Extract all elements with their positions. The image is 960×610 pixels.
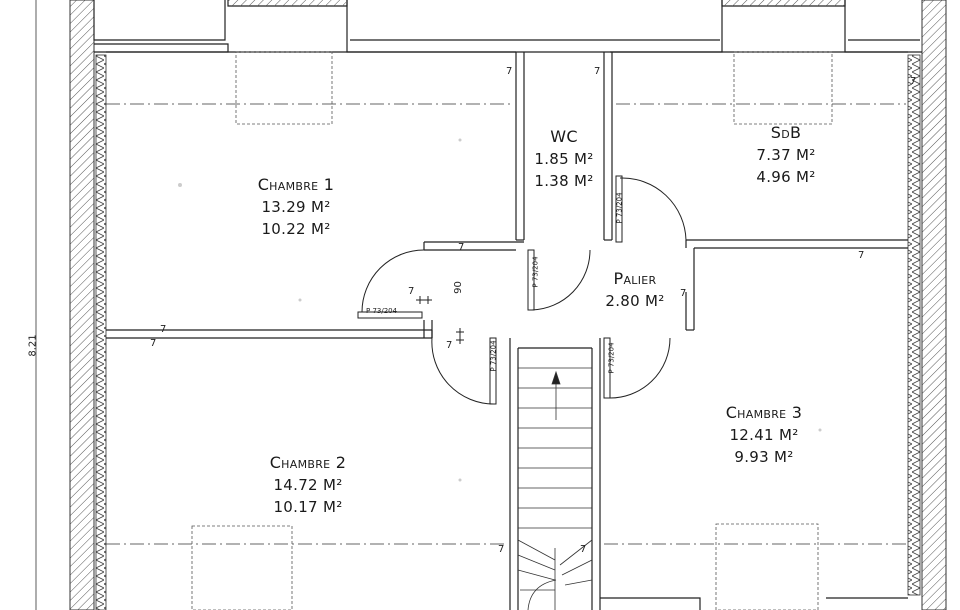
door-opening-dimension: 90 <box>452 281 464 294</box>
right-insulation <box>907 54 921 596</box>
interior-walls <box>106 51 908 610</box>
wall-dim-label: 7 <box>594 66 601 77</box>
room-area-total: 1.85 M² <box>534 150 594 168</box>
wall-dim-label: 7 <box>160 324 167 335</box>
room-area-habitable: 1.38 M² <box>534 172 594 190</box>
room-name: Chambre 3 <box>725 403 803 422</box>
wall-dim-label: 7 <box>408 286 415 297</box>
wall-dim-label: 7 <box>506 66 513 77</box>
wall-dim-label: 7 <box>910 76 917 87</box>
room-palier: Palier 2.80 M² <box>580 268 690 312</box>
room-name: Chambre 2 <box>269 453 347 472</box>
wall-dim-label: 7 <box>580 544 587 555</box>
top-dormers <box>93 0 922 53</box>
wall-dim-label: 7 <box>446 340 453 351</box>
door-label-wc: P 73/204 <box>531 256 540 288</box>
room-name: WC <box>550 127 578 146</box>
room-area-habitable: 4.96 M² <box>756 168 816 186</box>
room-area-total: 14.72 M² <box>273 476 343 494</box>
room-wc: WC 1.85 M² 1.38 M² <box>524 126 604 192</box>
room-area-total: 13.29 M² <box>261 198 331 216</box>
door-label-chambre3: P 73/204 <box>607 342 616 374</box>
wall-dim-label: 7 <box>150 338 157 349</box>
door-label-chambre1: P 73/204 <box>366 307 398 315</box>
room-sdb: SdB 7.37 M² 4.96 M² <box>716 122 856 188</box>
room-area-total: 12.41 M² <box>729 426 799 444</box>
room-area-habitable: 10.17 M² <box>273 498 343 516</box>
room-area-total: 2.80 M² <box>605 292 665 310</box>
door-label-chambre2: P 73/204 <box>489 340 498 372</box>
roof-windows <box>191 51 833 610</box>
room-name: Palier <box>613 269 657 288</box>
room-area-habitable: 10.22 M² <box>261 220 331 238</box>
slope-lines <box>106 103 906 545</box>
room-name: Chambre 1 <box>257 175 335 194</box>
wall-dim-label: 7 <box>858 250 865 261</box>
right-outer-wall <box>921 0 947 610</box>
electrical-marks <box>416 296 464 344</box>
room-name: SdB <box>770 123 802 142</box>
wall-dim-label: 7 <box>680 288 687 299</box>
door-label-sdb: P 73/204 <box>615 192 624 224</box>
wall-dim-label: 7 <box>458 242 465 253</box>
overall-height-dimension: 8.21 <box>27 334 39 357</box>
room-chambre-2: Chambre 2 14.72 M² 10.17 M² <box>228 452 388 518</box>
room-area-habitable: 9.93 M² <box>734 448 794 466</box>
wall-dim-label: 7 <box>498 544 505 555</box>
staircase <box>517 367 593 610</box>
doors <box>357 175 687 405</box>
room-chambre-3: Chambre 3 12.41 M² 9.93 M² <box>684 402 844 468</box>
room-chambre-1: Chambre 1 13.29 M² 10.22 M² <box>216 174 376 240</box>
room-area-total: 7.37 M² <box>756 146 816 164</box>
left-outer-wall <box>69 0 95 610</box>
left-insulation <box>95 54 107 610</box>
